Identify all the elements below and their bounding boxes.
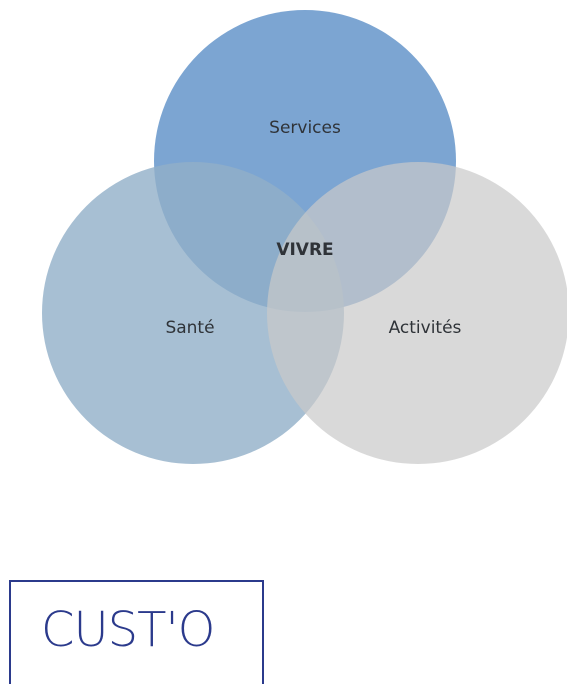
activites-circle	[267, 162, 567, 464]
sante-label: Santé	[165, 318, 214, 338]
venn-diagram: Services Santé Activités VIVRE	[42, 10, 567, 464]
services-label: Services	[269, 118, 341, 138]
activites-label: Activités	[389, 318, 462, 338]
custo-logo: CUST'O	[41, 602, 215, 658]
center-label: VIVRE	[276, 240, 333, 260]
logo-box: CUST'O	[9, 580, 264, 684]
sante-circle	[42, 162, 344, 464]
